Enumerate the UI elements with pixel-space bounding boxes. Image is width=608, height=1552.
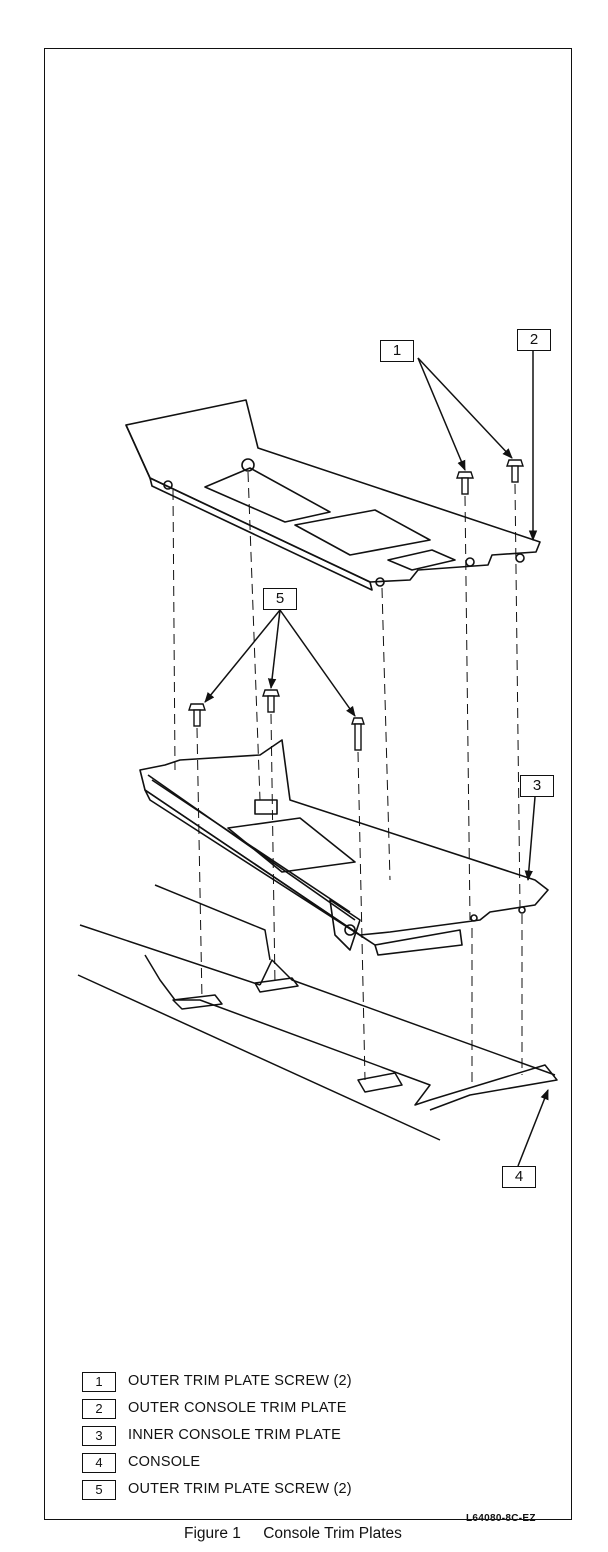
legend-number: 4 bbox=[82, 1453, 116, 1473]
callout-2: 2 bbox=[517, 329, 551, 351]
legend-number: 2 bbox=[82, 1399, 116, 1419]
alignment-lines bbox=[172, 471, 523, 1085]
outer-console-trim-plate bbox=[125, 399, 541, 591]
figure-number: Figure 1 bbox=[184, 1525, 241, 1542]
leader-arrows bbox=[204, 350, 549, 1167]
legend-label: CONSOLE bbox=[128, 1454, 201, 1470]
callout-3: 3 bbox=[520, 775, 554, 797]
drawing-code: L64080-8C-EZ bbox=[466, 1513, 536, 1524]
legend-number: 3 bbox=[82, 1426, 116, 1446]
legend-label: OUTER TRIM PLATE SCREW (2) bbox=[128, 1481, 352, 1497]
figure-frame bbox=[44, 48, 572, 1520]
callout-4: 4 bbox=[502, 1166, 536, 1188]
callout-1: 1 bbox=[380, 340, 414, 362]
legend-number: 1 bbox=[82, 1372, 116, 1392]
figure-caption: Figure 1 Console Trim Plates bbox=[184, 1525, 402, 1543]
outer-trim-plate-screws-5 bbox=[188, 689, 365, 751]
legend-label: INNER CONSOLE TRIM PLATE bbox=[128, 1427, 341, 1443]
legend-label: OUTER CONSOLE TRIM PLATE bbox=[128, 1400, 347, 1416]
outer-trim-plate-screws-1 bbox=[456, 459, 524, 495]
legend-number: 5 bbox=[82, 1480, 116, 1500]
console bbox=[77, 884, 558, 1141]
legend-label: OUTER TRIM PLATE SCREW (2) bbox=[128, 1373, 352, 1389]
callout-5: 5 bbox=[263, 588, 297, 610]
inner-console-trim-plate bbox=[139, 739, 549, 956]
figure-title: Console Trim Plates bbox=[263, 1525, 402, 1542]
